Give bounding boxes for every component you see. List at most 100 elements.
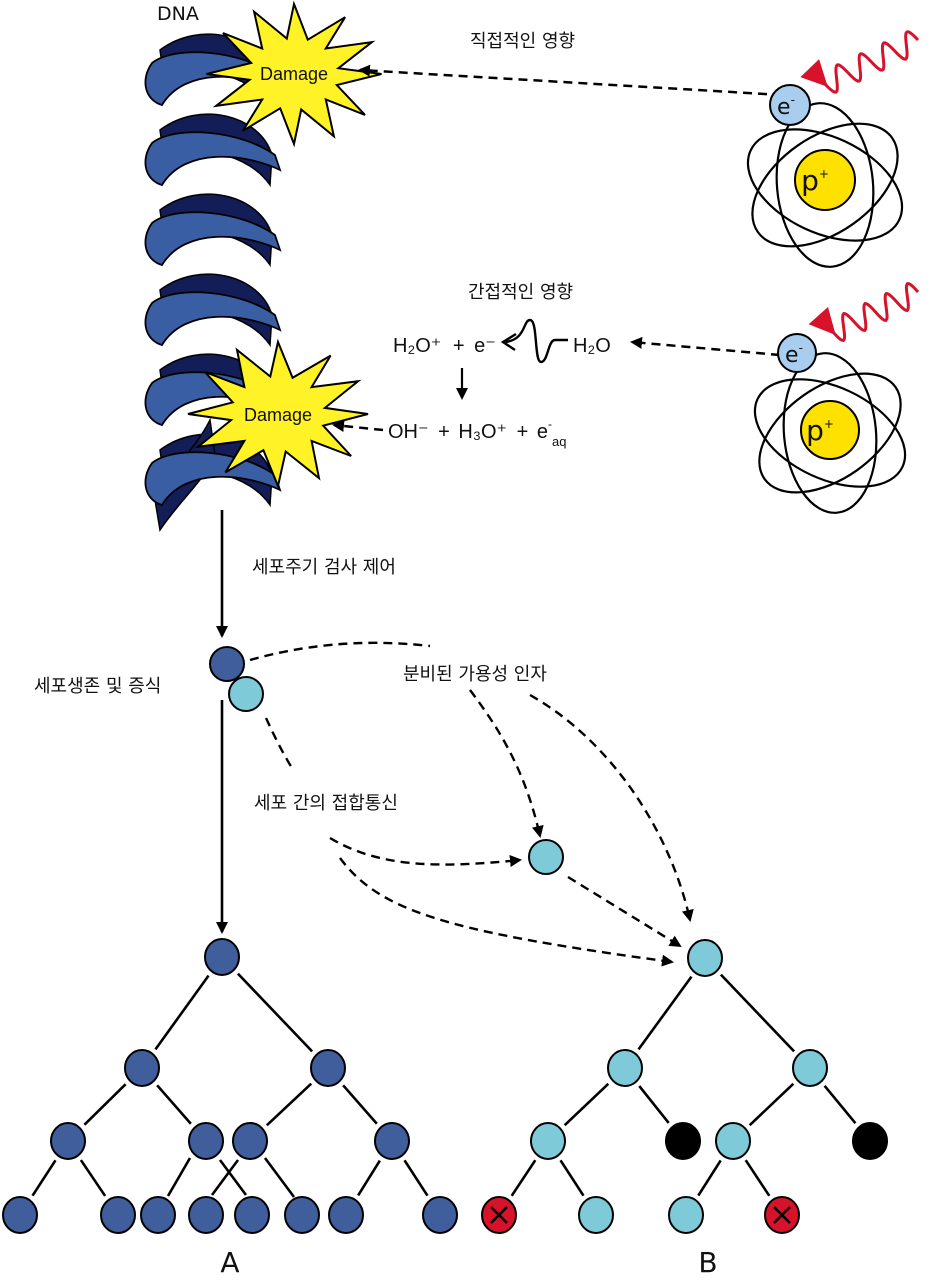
bystander-arrow: [567, 875, 682, 948]
lineage-tree-a: [2, 938, 458, 1234]
cell: [715, 1122, 751, 1160]
secreted-path-top: [249, 641, 431, 662]
svg-text:p+: p+: [806, 414, 834, 447]
secreted-arrow-right: [529, 693, 694, 922]
atom-bottom: p+ e-: [753, 333, 907, 514]
cell: [687, 939, 723, 977]
radiation-wave-top: [800, 30, 920, 94]
svg-text:p+: p+: [801, 164, 829, 197]
proton-bottom: [800, 400, 860, 460]
cell: [578, 1196, 614, 1234]
neighbor-cell: [228, 676, 264, 712]
cell: [530, 1122, 566, 1160]
lineage-branch: [403, 1159, 429, 1197]
indirect-effect-label: 간접적인 영향: [468, 282, 573, 303]
lineage-branch: [83, 1083, 127, 1126]
lineage-branch: [638, 1085, 670, 1124]
cell: [607, 1049, 643, 1087]
irradiated-cell: [209, 646, 245, 682]
radiation-wave-bottom: [808, 282, 920, 342]
gap-junction-label: 세포 간의 접합통신: [254, 793, 398, 814]
lineage-branch: [166, 1157, 192, 1197]
bystander-cell-middle: [528, 839, 564, 875]
lineage-branch: [265, 1082, 313, 1127]
damage-label-bottom: Damage: [244, 405, 312, 425]
checkpoint-label: 세포주기 검사 제어: [252, 557, 396, 578]
equation-radiolysis-products: OH⁻ + H₃O⁺ + e-aq: [388, 417, 566, 449]
cell: [2, 1196, 38, 1234]
tree-b-label: B: [698, 1246, 717, 1279]
dna-front-ribbon: [144, 291, 282, 347]
lineage-branch: [218, 1159, 248, 1196]
gap-junction-arrow-right: [339, 857, 674, 967]
cell-death-mark-icon: [490, 1206, 508, 1224]
ionization-pulse-arrow: [504, 318, 568, 364]
lineage-branch: [357, 1159, 381, 1197]
lineage-branch: [154, 974, 210, 1051]
lineage-branch: [342, 1084, 378, 1125]
electron-symbol-top: e: [777, 95, 791, 120]
black-cell: [852, 1122, 888, 1160]
electron-symbol-bottom: e: [785, 343, 799, 368]
proton-symbol-bottom: p: [806, 414, 824, 447]
damage-label-top: Damage: [260, 64, 328, 84]
svg-text:e-: e-: [785, 341, 803, 368]
dna-front-ribbon: [144, 211, 282, 267]
cell: [100, 1196, 136, 1234]
lineage-branch: [697, 1159, 722, 1197]
black-cell: [665, 1122, 701, 1160]
lineage-branch: [719, 973, 796, 1053]
direct-effect-label: 직접적인 영향: [470, 31, 575, 52]
indirect-effect-arrow: [630, 336, 781, 357]
dna-front-ribbon: [144, 451, 282, 507]
svg-text:e-: e-: [777, 93, 795, 120]
damage-burst-bottom: Damage: [187, 338, 369, 490]
tree-a-label: A: [220, 1246, 239, 1279]
secreted-arrow-middle: [469, 689, 544, 838]
lineage-branch: [79, 1159, 107, 1197]
cell: [792, 1049, 828, 1087]
cell: [188, 1196, 224, 1234]
lineage-branch: [156, 1084, 192, 1125]
lineage-branch: [748, 1082, 795, 1127]
electron-bottom: [777, 333, 817, 373]
lineage-branch: [263, 1157, 296, 1198]
cell: [234, 1196, 270, 1234]
cell: [232, 1122, 268, 1160]
lineage-branch: [637, 975, 693, 1051]
lineage-tree-b: [481, 939, 888, 1234]
equation-ionization: H₂O⁺ + e⁻: [393, 335, 496, 357]
cell-death-mark-icon: [773, 1206, 791, 1224]
atom-top: p+ e-: [746, 84, 904, 268]
damage-burst-top: Damage: [206, 0, 382, 148]
dna-label: DNA: [157, 3, 199, 25]
cell: [140, 1196, 176, 1234]
cell: [328, 1196, 364, 1234]
lineage-branch: [823, 1084, 857, 1125]
direct-effect-arrow: [358, 64, 783, 97]
electron-top: [769, 84, 811, 126]
gap-junction-arrow-middle: [329, 836, 522, 867]
lineage-branch: [510, 1159, 537, 1197]
water-molecule: H₂O: [573, 335, 611, 357]
cell: [374, 1122, 410, 1160]
cell: [422, 1196, 458, 1234]
survival-label: 세포생존 및 증식: [34, 676, 161, 697]
cell: [124, 1049, 160, 1087]
cell: [50, 1122, 86, 1160]
cell: [668, 1196, 704, 1234]
lineage-branch: [744, 1159, 771, 1197]
lineage-branch: [236, 972, 314, 1053]
lineage-branch: [559, 1159, 585, 1197]
cell: [284, 1196, 320, 1234]
cell: [188, 1122, 224, 1160]
secreted-factor-label: 분비된 가용성 인자: [403, 664, 547, 685]
dna-front-ribbon: [144, 131, 282, 187]
gap-junction-connector: [264, 717, 294, 769]
cell: [204, 938, 240, 976]
lineage-branch: [31, 1159, 57, 1197]
proton-symbol-top: p: [801, 164, 819, 197]
lineage-branch: [563, 1082, 610, 1127]
lineage-branch: [210, 1159, 240, 1196]
